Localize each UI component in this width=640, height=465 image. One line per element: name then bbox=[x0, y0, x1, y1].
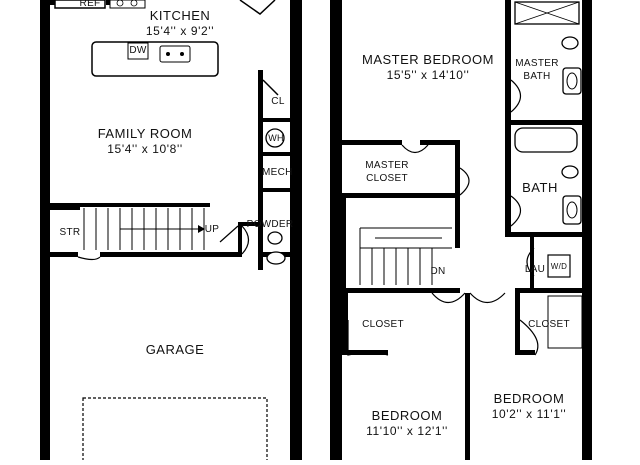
dw-label: DW bbox=[129, 45, 147, 56]
bath-wall-bottom bbox=[505, 232, 582, 237]
storage-door-swing bbox=[77, 256, 101, 261]
stairs-down-label: DN bbox=[430, 266, 446, 277]
garage-door-outline bbox=[82, 397, 268, 465]
island-sink bbox=[159, 45, 191, 63]
laundry-label: LAU bbox=[524, 264, 546, 275]
bedroom-right-door-swing bbox=[469, 292, 506, 304]
powder-label: POWDER bbox=[246, 219, 294, 230]
garage-label: GARAGE bbox=[145, 342, 205, 357]
left-exterior-wall-east bbox=[290, 0, 302, 460]
closet-right-wall-west bbox=[515, 293, 520, 350]
sink-basin bbox=[566, 72, 578, 90]
hall-wall-bottom-right bbox=[515, 288, 582, 293]
left-exterior-wall-west bbox=[40, 0, 50, 460]
bedroom-left-door-swing bbox=[431, 292, 466, 304]
hall-wall-bottom-left bbox=[342, 288, 460, 293]
wh-wall bbox=[258, 152, 290, 156]
stairs-up-label: UP bbox=[204, 224, 220, 235]
master-bath-wall bbox=[505, 0, 511, 130]
burner-icon bbox=[130, 0, 138, 7]
burner-icon bbox=[116, 0, 124, 7]
master-closet-wall-top-right bbox=[420, 140, 460, 145]
master-bath-line2: BATH bbox=[523, 71, 551, 82]
storage-wall-top bbox=[50, 203, 80, 210]
right-exterior-wall-east bbox=[582, 0, 592, 460]
master-bath-wall-bottom bbox=[511, 120, 582, 125]
refrigerator bbox=[54, 0, 106, 9]
family-room-size: 15'4'' x 10'8'' bbox=[107, 142, 183, 156]
pantry-door-swing bbox=[239, 0, 276, 15]
stairs-down bbox=[359, 227, 452, 285]
bath-wall-west bbox=[505, 125, 511, 235]
bathtub bbox=[514, 127, 578, 153]
laundry-door-swing bbox=[526, 247, 535, 277]
powder-wall bbox=[238, 222, 258, 226]
utility-wall bbox=[258, 70, 263, 270]
closet-left-wall-west bbox=[342, 293, 348, 353]
cl-label: CL bbox=[271, 96, 285, 107]
wh-label: WH bbox=[268, 133, 284, 143]
faucet-icon bbox=[180, 52, 184, 56]
garage-wall-top bbox=[100, 252, 238, 257]
stairs-arrow-icon bbox=[198, 225, 205, 233]
bedroom-right-name: BEDROOM bbox=[493, 391, 565, 406]
master-bath-door-swing bbox=[510, 79, 522, 113]
master-closet-wall-top bbox=[342, 140, 402, 145]
bath-label: BATH bbox=[522, 180, 558, 195]
stair-wall-right bbox=[455, 198, 460, 248]
water-heater-icon bbox=[265, 128, 285, 148]
stair-wall-left bbox=[342, 198, 346, 288]
powder-sink bbox=[267, 231, 283, 245]
master-closet-wall-bottom bbox=[342, 193, 460, 198]
bedroom-right-size: 10'2'' x 11'1'' bbox=[491, 407, 567, 421]
bedroom-left-size: 11'10'' x 12'1'' bbox=[366, 424, 448, 438]
stair-wall bbox=[80, 203, 210, 207]
closet-right-door bbox=[519, 319, 539, 356]
powder-toilet bbox=[266, 251, 286, 265]
master-bath-line1: MASTER bbox=[515, 58, 559, 69]
cl-wall bbox=[258, 118, 290, 122]
ref-label: REF bbox=[79, 0, 101, 9]
powder-wall-west bbox=[238, 222, 242, 257]
bath-toilet bbox=[561, 165, 579, 179]
washer-dryer bbox=[547, 254, 571, 278]
master-bedroom-size: 15'5'' x 14'10'' bbox=[386, 68, 470, 82]
hall-door-swing bbox=[459, 167, 470, 196]
closet-right-shelf bbox=[547, 295, 583, 349]
mech-wall bbox=[258, 188, 290, 192]
cl-door bbox=[262, 79, 279, 96]
master-bedroom-name: MASTER BEDROOM bbox=[362, 52, 494, 67]
washer-dryer-label: W/D bbox=[550, 262, 568, 271]
master-closet-wall-east bbox=[455, 140, 460, 198]
laundry-wall bbox=[530, 237, 534, 289]
master-closet-line1: MASTER bbox=[365, 160, 409, 171]
storage-wall-bottom bbox=[50, 252, 78, 257]
sink-basin bbox=[566, 201, 578, 219]
closet-right-wall-bottom bbox=[515, 350, 535, 355]
storage-label: STR bbox=[59, 227, 81, 238]
kitchen-size: 15'4'' x 9'2'' bbox=[145, 24, 215, 38]
bedroom-divider-wall bbox=[465, 293, 470, 460]
bedroom-left-name: BEDROOM bbox=[371, 408, 443, 423]
kitchen-island bbox=[91, 41, 219, 77]
powder-door bbox=[219, 225, 239, 243]
cooktop bbox=[109, 0, 146, 9]
closet-right-label: CLOSET bbox=[528, 319, 570, 330]
closet-left-door bbox=[347, 320, 389, 356]
bath-door-swing bbox=[510, 195, 522, 227]
master-closet-line2: CLOSET bbox=[366, 173, 408, 184]
stairs-up bbox=[83, 208, 205, 250]
family-room-name: FAMILY ROOM bbox=[97, 126, 193, 141]
right-exterior-wall-west bbox=[330, 0, 342, 460]
faucet-icon bbox=[166, 52, 170, 56]
kitchen-name: KITCHEN bbox=[149, 8, 211, 23]
closet-left-label: CLOSET bbox=[362, 319, 404, 330]
powder-door-swing bbox=[241, 225, 250, 255]
master-closet-door-swing bbox=[401, 144, 429, 154]
dishwasher bbox=[127, 42, 149, 60]
mech-label: MECH bbox=[262, 167, 293, 178]
master-toilet bbox=[561, 36, 579, 50]
